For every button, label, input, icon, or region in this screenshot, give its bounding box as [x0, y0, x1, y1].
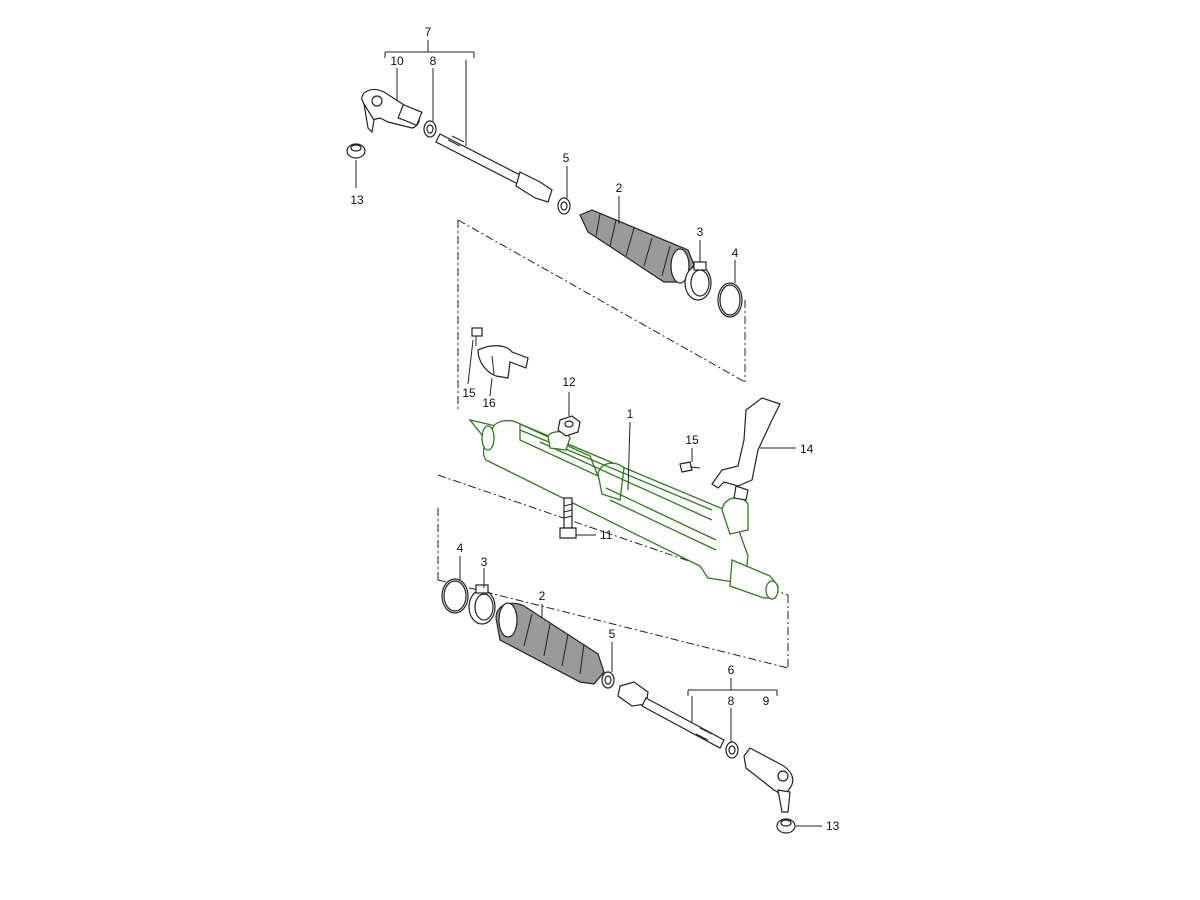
callout-4-top: 4: [732, 246, 739, 260]
callout-8-top: 8: [430, 54, 437, 68]
top-tie-rod-nut: [423, 120, 437, 138]
pipe-bolt: [679, 461, 701, 473]
callout-13-bottom: 13: [826, 819, 840, 833]
top-lock-ring: [557, 197, 571, 215]
callout-11: 11: [600, 528, 613, 542]
bottom-hose-clamp: [468, 584, 496, 625]
callout-15-left: 15: [462, 386, 476, 400]
callout-4-bottom: 4: [457, 541, 464, 555]
bottom-bellows-boot: [495, 602, 605, 685]
callout-line-16: [489, 377, 493, 397]
mounting-bracket: [477, 345, 529, 379]
callout-15-right: 15: [685, 433, 699, 447]
callout-13-top: 13: [350, 193, 364, 207]
top-hose-clamp: [684, 261, 712, 301]
mounting-nut: [557, 415, 581, 437]
callout-14: 14: [800, 442, 814, 456]
callout-7: 7: [425, 25, 432, 39]
callout-2-top: 2: [616, 181, 623, 195]
callout-3-top: 3: [697, 225, 704, 239]
steering-rack-housing: [468, 418, 779, 600]
callout-9: 9: [763, 694, 770, 708]
callout-10: 10: [390, 54, 404, 68]
bottom-lock-ring: [601, 671, 615, 689]
bottom-tie-rod-nut: [725, 741, 739, 759]
callout-1: 1: [627, 407, 634, 421]
bottom-o-ring: [441, 578, 469, 614]
bottom-tie-rod-end: [743, 747, 794, 813]
bottom-inner-tie-rod: [617, 681, 725, 749]
mounting-bolt: [559, 497, 577, 539]
callout-8-bottom: 8: [728, 694, 735, 708]
top-callout-lines: [355, 40, 736, 283]
bracket-bolt: [471, 327, 483, 346]
top-bellows-boot: [579, 209, 695, 284]
callout-3-bottom: 3: [481, 555, 488, 569]
bottom-loose-nut: [776, 818, 796, 834]
callout-6: 6: [728, 663, 735, 677]
top-tie-rod-end: [361, 88, 423, 134]
callout-12: 12: [562, 375, 576, 389]
top-o-ring: [717, 282, 743, 318]
callout-5-bottom: 5: [609, 627, 616, 641]
callout-2-bottom: 2: [539, 589, 546, 603]
callout-16: 16: [482, 396, 496, 410]
callout-line-15-left: [467, 339, 474, 385]
bottom-callout-lines: [459, 556, 822, 827]
top-inner-tie-rod: [435, 133, 553, 203]
callout-line-1: [627, 421, 631, 491]
top-loose-nut: [346, 143, 366, 159]
hydraulic-pipe: [711, 397, 781, 501]
callout-5-top: 5: [563, 151, 570, 165]
